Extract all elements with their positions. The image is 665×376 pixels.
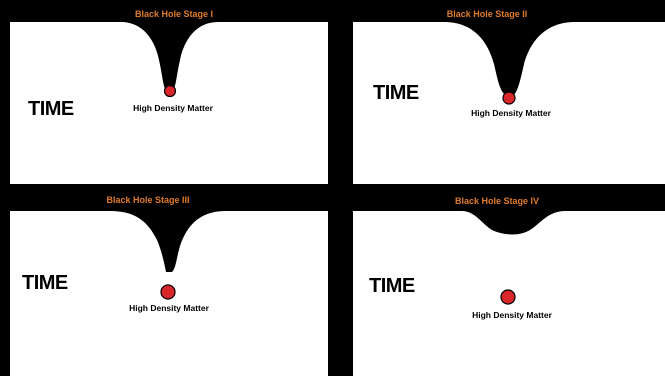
matter-label: High Density Matter [133, 103, 214, 113]
high-density-matter-dot [503, 92, 515, 104]
panel-stage-3: Black Hole Stage III TIME High Density M… [10, 191, 328, 376]
panel-title: Black Hole Stage IV [455, 196, 539, 206]
matter-label: High Density Matter [472, 310, 553, 320]
panel-title: Black Hole Stage III [106, 195, 189, 205]
matter-label: High Density Matter [471, 108, 552, 118]
panel-stage-4: Black Hole Stage IV TIME High Density Ma… [353, 193, 665, 376]
high-density-matter-dot [165, 86, 176, 97]
time-label: TIME [28, 98, 74, 120]
time-label: TIME [373, 82, 419, 104]
panel-stage-1: Black Hole Stage I TIME High Density Mat… [10, 6, 328, 184]
high-density-matter-dot [501, 290, 515, 304]
panel-title: Black Hole Stage II [447, 9, 528, 19]
high-density-matter-dot [161, 285, 175, 299]
time-label: TIME [22, 272, 68, 294]
matter-label: High Density Matter [129, 303, 210, 313]
panel-stage-2: Black Hole Stage II TIME High Density Ma… [353, 6, 665, 184]
panel-title: Black Hole Stage I [135, 9, 213, 19]
time-label: TIME [369, 275, 415, 297]
